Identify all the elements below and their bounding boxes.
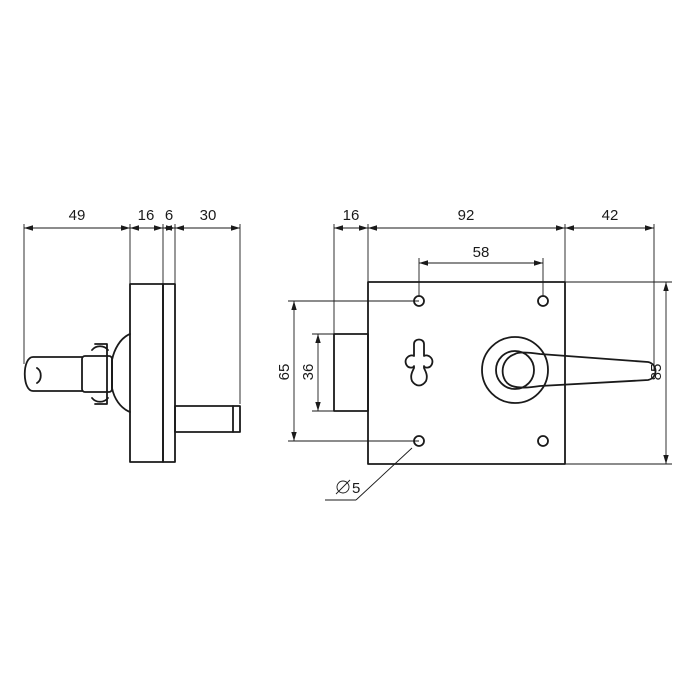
screw-hole <box>413 435 425 447</box>
handle-shank <box>81 355 113 393</box>
dim-label-diameter: 5 <box>352 480 360 497</box>
dim-label-30: 30 <box>200 207 217 224</box>
lever-handle <box>501 351 657 389</box>
dim-label-6: 6 <box>165 207 173 224</box>
lever-rose-outer <box>481 336 549 404</box>
keyhole <box>404 338 434 387</box>
dim-label-16: 16 <box>343 207 360 224</box>
dim-label-85: 85 <box>648 364 665 381</box>
handle-end-curve <box>36 367 42 384</box>
front-view: 16 92 42 58 65 36 85 <box>276 207 672 501</box>
screw-hole <box>413 295 425 307</box>
handle-grip <box>23 356 83 392</box>
handle-collar <box>94 343 108 405</box>
diameter-leader <box>355 447 413 501</box>
lever-rose-inner <box>495 350 535 390</box>
rosette-plate <box>129 283 164 463</box>
dim-label-16: 16 <box>138 207 155 224</box>
dim-label-58: 58 <box>473 244 490 261</box>
screw-hole <box>537 295 549 307</box>
collar-top <box>91 345 109 351</box>
side-view: 49 16 6 30 <box>23 207 241 463</box>
dim-label-49: 49 <box>69 207 86 224</box>
screw-hole <box>537 435 549 447</box>
lock-case-side <box>162 283 176 463</box>
lock-case <box>367 281 566 465</box>
dim-label-42: 42 <box>602 207 619 224</box>
rose-flange <box>111 333 131 413</box>
dim-label-36: 36 <box>300 364 317 381</box>
diameter-symbol-icon <box>335 479 351 495</box>
collar-bottom <box>91 397 109 403</box>
bolt <box>174 405 241 433</box>
dim-label-65: 65 <box>276 364 293 381</box>
bolt-face <box>333 333 369 412</box>
dim-label-92: 92 <box>458 207 475 224</box>
